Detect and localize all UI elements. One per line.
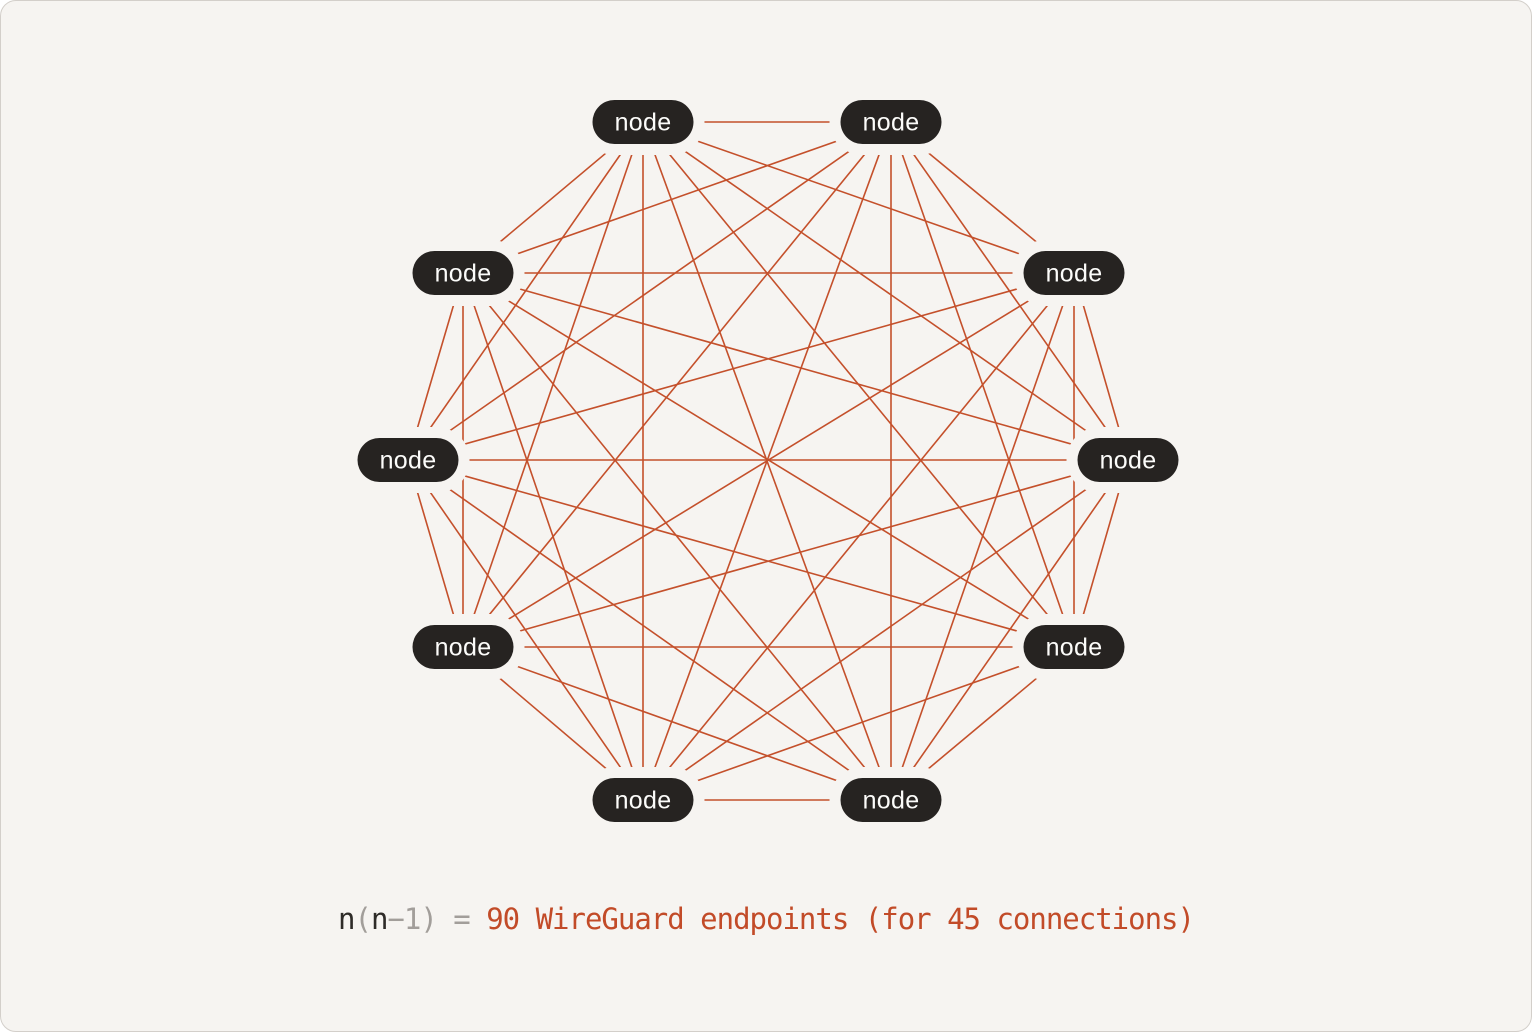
node-pill-shape — [357, 438, 459, 482]
node-pill: node — [1066, 427, 1190, 493]
node-label: node — [863, 109, 920, 137]
node-label: node — [1100, 447, 1157, 475]
node-label: node — [435, 634, 492, 662]
connection-line — [462, 272, 892, 801]
connection-line — [890, 272, 1075, 801]
node-pill-shape — [412, 625, 514, 669]
connection-line — [642, 646, 1075, 801]
caption-part: −1) = — [387, 902, 487, 936]
node-pill-shape — [1077, 438, 1179, 482]
node-pill-shape — [1023, 251, 1125, 295]
node-pill-shape — [840, 778, 942, 822]
caption-part: ( — [354, 902, 372, 936]
node-pill: node — [829, 767, 953, 833]
connection-line — [462, 272, 1075, 648]
node-label: node — [615, 787, 672, 815]
connection-line — [462, 272, 644, 801]
caption-part: 90 WireGuard endpoints (for 45 connectio… — [486, 902, 1195, 936]
node-pill: node — [1012, 240, 1136, 306]
node-pill: node — [581, 89, 705, 155]
connection-lines — [407, 121, 1129, 801]
node-pill-shape — [412, 251, 514, 295]
node-pill: node — [1012, 614, 1136, 680]
caption-formula: n(n−1) = 90 WireGuard endpoints (for 45 … — [1, 902, 1531, 936]
node-label: node — [863, 787, 920, 815]
node-pill: node — [401, 240, 525, 306]
node-label: node — [615, 109, 672, 137]
connection-line — [890, 459, 1129, 801]
connection-line — [642, 121, 1075, 274]
caption-part: n — [370, 902, 388, 936]
node-label: node — [1046, 260, 1103, 288]
connection-line — [462, 646, 892, 801]
connection-line — [407, 459, 644, 801]
connection-line — [462, 272, 1129, 461]
connection-line — [407, 121, 892, 461]
connection-line — [407, 272, 1075, 461]
connection-line — [407, 459, 892, 801]
node-pill: node — [581, 767, 705, 833]
node-pill-shape — [592, 100, 694, 144]
node-pill: node — [401, 614, 525, 680]
connection-line — [642, 121, 1129, 461]
node-pill-shape — [1023, 625, 1125, 669]
connection-line — [462, 459, 1129, 648]
node-pill-shape — [592, 778, 694, 822]
connection-line — [407, 459, 1075, 648]
connection-line — [642, 459, 1129, 801]
node-pill: node — [346, 427, 470, 493]
node-label: node — [380, 447, 437, 475]
node-label: node — [435, 260, 492, 288]
caption-part: n — [338, 902, 355, 936]
node-label: node — [1046, 634, 1103, 662]
node-pill: node — [829, 89, 953, 155]
node-pill-shape — [840, 100, 942, 144]
connection-line — [462, 121, 892, 274]
